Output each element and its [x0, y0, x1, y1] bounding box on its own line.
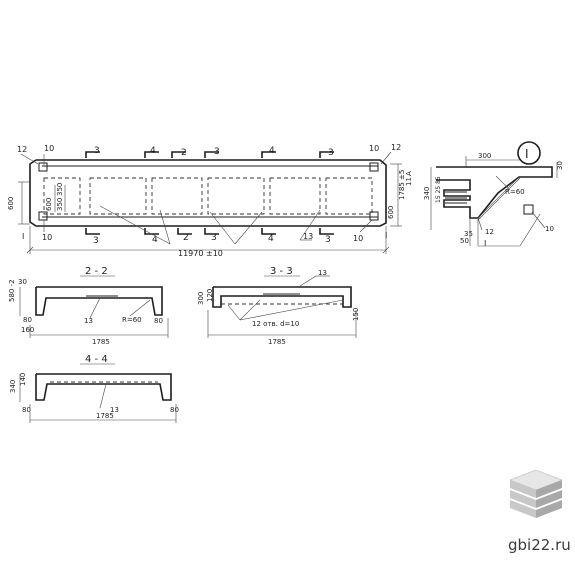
dim-600-left: 600 — [7, 197, 15, 210]
dim-overall — [26, 226, 390, 254]
section-4-4-dim-140: 140 — [19, 373, 27, 386]
plan-outline — [29, 159, 387, 227]
section-3-3-width: 1785 — [268, 338, 286, 346]
cut-marks-top: 3 4 2 3 4 3 — [85, 146, 334, 158]
section-4-4-dim-340: 340 — [9, 380, 17, 393]
cut-label: 3 — [93, 236, 99, 246]
dim-600-right: 600 — [387, 206, 395, 219]
dim-350-a: 350 — [56, 183, 64, 196]
section-3-3-dim-120: 120 — [206, 289, 214, 302]
detail-profile — [436, 166, 553, 219]
mark-a: A — [405, 171, 413, 176]
mark-I-left: I — [22, 232, 24, 241]
plan-cell-6 — [325, 177, 373, 215]
dim-1785-right: 1785 ±5 — [398, 170, 406, 200]
section-2-2-dim-580: 580 -2 — [8, 279, 16, 302]
detail-plate — [523, 204, 534, 215]
section-3-3: 3 - 3 13 12 отв. d=10 300 120 150 1785 — [197, 266, 360, 346]
detail-mark-I: I — [484, 239, 486, 248]
cut-label: 3 — [94, 146, 100, 156]
section-4-4-width: 1785 — [96, 412, 114, 420]
detail-ref-12: 12 — [485, 228, 494, 236]
cut-label: 4 — [150, 146, 156, 156]
section-2-2-width: 1785 — [92, 338, 110, 346]
detail-dim-stack: 15 25 85 — [435, 176, 442, 203]
section-3-3-ref-13: 13 — [318, 269, 327, 277]
detail-dim-300: 300 — [478, 152, 491, 160]
plan-cell-3 — [151, 177, 203, 215]
dim-overall-label: 11970 ±10 — [178, 249, 223, 258]
cut-label: 4 — [269, 146, 275, 156]
section-2-2-dim-160: 160 — [21, 326, 34, 334]
cut-label: 3 — [214, 147, 220, 157]
ref-10-br: 10 — [353, 234, 363, 243]
plan-cell-2 — [89, 177, 147, 215]
section-2-2-dim-80: 80 — [23, 316, 32, 324]
section-4-4-title: 4 - 4 — [85, 354, 108, 365]
dim-right — [390, 163, 402, 227]
detail-dim-340: 340 — [423, 187, 431, 200]
detail-I-label: I — [525, 147, 529, 161]
section-2-2-profile — [35, 286, 163, 316]
ref-10-tr: 10 — [369, 144, 379, 153]
section-4-4-dim-80: 80 — [22, 406, 31, 414]
watermark-text: gbi22.ru — [508, 536, 571, 554]
dim-600-inner: 600 — [45, 198, 53, 211]
plate-tl — [38, 162, 48, 172]
cut-label: 3 — [328, 148, 334, 158]
leaders-13 — [99, 205, 321, 245]
detail-hatch — [445, 191, 467, 204]
watermark-logo-icon — [509, 469, 563, 518]
section-3-3-holes: 12 отв. d=10 — [252, 320, 299, 328]
detail-I: I 300 30 340 15 25 85 R=60 35 50 12 I 10 — [423, 141, 564, 248]
plate-br — [369, 211, 379, 221]
cut-label: 3 — [211, 233, 217, 243]
section-2-2-ref-13: 13 — [84, 317, 93, 325]
detail-radius: R=60 — [505, 188, 525, 196]
cut-label: 2 — [181, 148, 187, 158]
cut-label: 4 — [152, 235, 158, 245]
mark-11: 11 — [405, 177, 413, 186]
section-4-4-dim-80-right: 80 — [170, 406, 179, 414]
dim-350-b: 350 — [56, 198, 64, 211]
section-2-2: 2 - 2 1785 30 580 -2 80 160 13 R=60 80 — [8, 266, 169, 346]
section-3-3-title: 3 - 3 — [270, 266, 293, 277]
section-4-4-profile — [35, 373, 172, 401]
cut-marks-bottom: 3 4 2 3 4 3 — [85, 228, 334, 246]
cut-label: 3 — [325, 235, 331, 245]
section-3-3-dim-300: 300 — [197, 292, 205, 305]
plate-bl — [38, 211, 48, 221]
detail-ref-10: 10 — [545, 225, 554, 233]
ref-12-left: 12 — [17, 145, 27, 154]
plate-tr — [369, 162, 379, 172]
section-3-3-profile — [212, 286, 352, 308]
section-2-2-dim-30: 30 — [18, 278, 27, 286]
cut-label: 4 — [268, 234, 274, 244]
watermark: gbi22.ru — [498, 458, 575, 575]
detail-dim-50: 50 — [460, 237, 469, 245]
detail-dim-35: 35 — [464, 230, 473, 238]
plan-cell-1 — [43, 177, 81, 215]
detail-dim-30: 30 — [556, 161, 564, 170]
ref-10-tl: 10 — [44, 144, 54, 153]
section-2-2-radius: R=60 — [122, 316, 142, 324]
cut-label: 2 — [183, 233, 189, 243]
mark-I-right: I — [385, 231, 387, 240]
plan-cell-4 — [207, 177, 265, 215]
ref-10-bl: 10 — [42, 233, 52, 242]
plan-view: 3 4 2 3 4 3 3 4 2 3 4 3 13 — [7, 143, 413, 258]
section-4-4: 4 - 4 340 140 80 13 80 1785 — [9, 354, 179, 423]
dim-left — [18, 181, 66, 225]
ref-13: 13 — [303, 232, 313, 241]
plan-cell-5 — [269, 177, 321, 215]
section-2-2-title: 2 - 2 — [85, 266, 108, 277]
section-2-2-dim-80-right: 80 — [154, 317, 163, 325]
ref-12-right: 12 — [391, 143, 401, 152]
detail-I-circle — [517, 141, 541, 165]
section-4-4-ref-13: 13 — [110, 406, 119, 414]
